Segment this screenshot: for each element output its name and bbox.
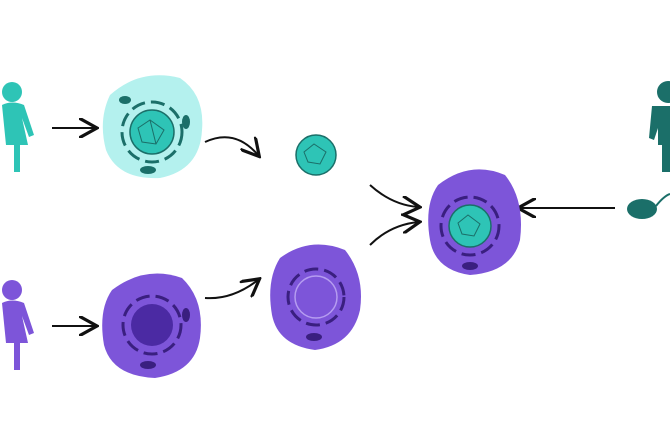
nucleus-icon (295, 134, 337, 176)
sperm-icon (627, 193, 670, 219)
arrow (369, 222, 418, 246)
arrows (52, 128, 615, 326)
arrow (369, 184, 418, 207)
egg-cell-icon (102, 75, 203, 179)
arrow (204, 136, 258, 155)
egg-cell-icon (270, 244, 361, 350)
woman-teal-icon (2, 82, 34, 172)
egg-cell-icon (102, 273, 201, 378)
nucleus-icon (129, 109, 175, 155)
egg-cell-icon (428, 169, 521, 275)
nucleus-icon (448, 204, 492, 248)
man-icon (649, 81, 670, 172)
arrow (204, 280, 258, 300)
woman-purple-icon (2, 280, 34, 370)
nucleus-icon (131, 304, 173, 346)
